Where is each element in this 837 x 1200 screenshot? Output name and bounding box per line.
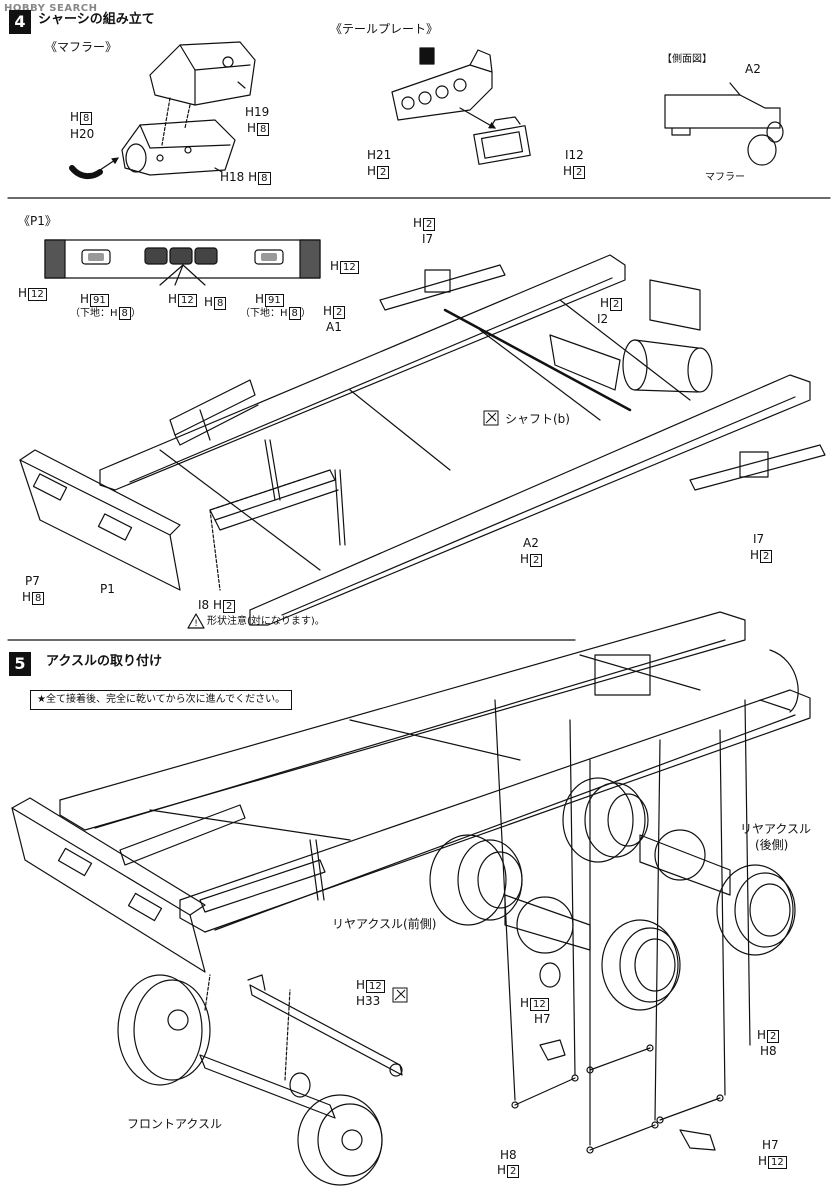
h8-label-bottom: H8 [500, 1148, 517, 1162]
h7-label: H7 [534, 1012, 551, 1026]
step5-number: 5 [9, 652, 31, 676]
side-view-heading: 【側面図】 [662, 54, 712, 65]
warning-icon [187, 613, 205, 629]
rear-axle-rear-sub: (後側) [755, 838, 789, 852]
h7b-label: H7 [762, 1138, 779, 1152]
rear-axle-front [429, 834, 681, 1011]
h21-label: H21 [367, 148, 392, 162]
watermark: HOBBY SEARCH [4, 3, 98, 14]
rear-axle-rear-label: リヤアクスル [740, 822, 812, 836]
p1-bumper-detail [44, 239, 321, 286]
h20-label: H20 [70, 127, 95, 141]
shaft-label: シャフト(b) [505, 412, 570, 426]
i7-top-part: I7 [422, 232, 434, 246]
front-axle-label: フロントアクスル [127, 1117, 223, 1131]
muffler-heading: 《マフラー》 [45, 40, 118, 54]
cutting-tool-icon [392, 410, 499, 1003]
rear-axle-rear [562, 777, 796, 956]
tail-plate-assembly [391, 47, 531, 165]
h33-label: H33 [356, 994, 381, 1008]
i12-label: I12 [565, 148, 584, 162]
h19-label: H19 [245, 105, 270, 119]
shape-warning: 形状注意(対になります)。 [207, 616, 325, 627]
torque-rods [494, 699, 751, 1154]
step4-number: 4 [9, 10, 31, 34]
front-axle [117, 974, 403, 1186]
tail-plate-heading: 《テールプレート》 [330, 22, 439, 36]
h8-label-right: H8 [760, 1044, 777, 1058]
side-view-diagram [664, 82, 784, 166]
chassis-frame-step5 [11, 611, 811, 973]
muffler-assembly [69, 41, 256, 180]
svg-text:!: ! [194, 619, 198, 629]
a2-part: A2 [523, 536, 539, 550]
side-view-muffler-label: マフラー [705, 172, 745, 183]
rear-axle-front-label: リヤアクスル(前側) [332, 917, 437, 931]
chassis-frame-step4 [19, 254, 826, 626]
p1-part: P1 [100, 582, 115, 596]
step4-title: シャーシの組み立て [38, 12, 155, 27]
a1-part: A1 [326, 320, 342, 334]
i7-right-part: I7 [753, 532, 765, 546]
step5-title: アクスルの取り付け [46, 654, 162, 669]
i2-part: I2 [597, 312, 609, 326]
step5-note: ★全て接着後、完全に乾いてから次に進んでください。 [30, 690, 293, 710]
side-view-a2-label: A2 [745, 62, 761, 76]
p7-part: P7 [25, 574, 40, 588]
p1-heading: 《P1》 [18, 214, 57, 228]
